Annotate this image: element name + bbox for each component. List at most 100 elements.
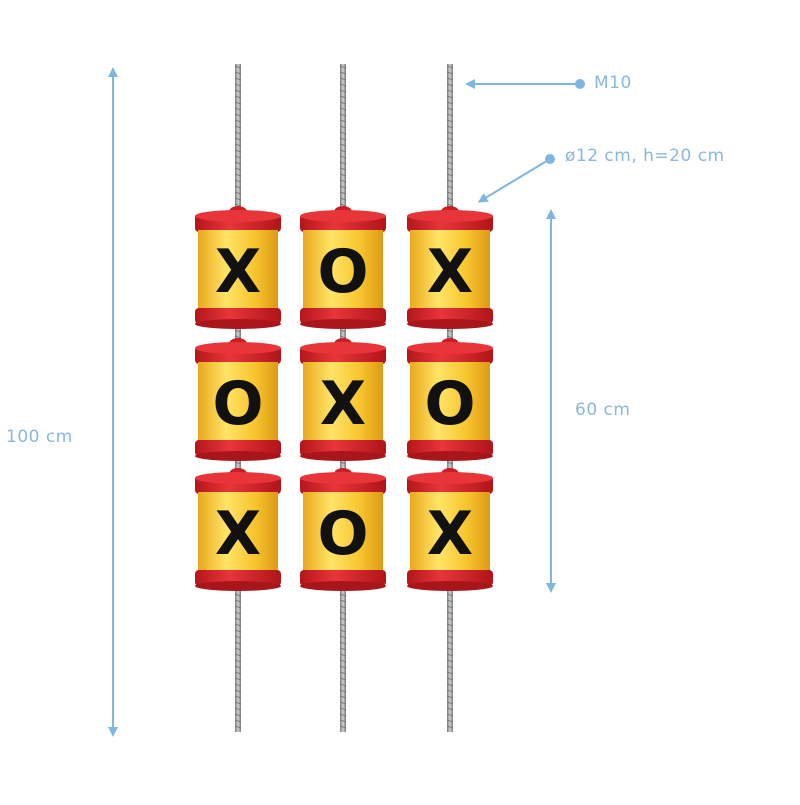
rod-thread-line xyxy=(339,167,347,171)
rod-thread-line xyxy=(234,149,242,153)
rod-thread-line xyxy=(234,695,242,699)
top-cap-face xyxy=(300,210,386,222)
column-middle: OXO xyxy=(300,64,386,732)
cylinder: X xyxy=(195,468,281,591)
rod-thread-line xyxy=(339,725,347,729)
rod-thread-line xyxy=(234,155,242,159)
cylinder: O xyxy=(300,206,386,329)
rod-thread-line xyxy=(234,185,242,189)
rod-thread-line xyxy=(339,605,347,609)
top-cap-face xyxy=(300,472,386,484)
cylinder: X xyxy=(300,338,386,461)
rod-thread-line xyxy=(234,659,242,663)
rod-thread-line xyxy=(446,461,454,465)
rod-thread-line xyxy=(446,89,454,93)
rod-thread-line xyxy=(339,593,347,597)
cylinder: X xyxy=(407,468,493,591)
cylinder-size-dot xyxy=(545,154,555,164)
rod-thread-line xyxy=(446,101,454,105)
rod-thread-line xyxy=(234,719,242,723)
rod-thread-line xyxy=(339,689,347,693)
rod-thread-line xyxy=(339,119,347,123)
cylinder-body xyxy=(410,230,490,310)
rod-thread-line xyxy=(234,137,242,141)
symbol-o: O xyxy=(212,369,263,439)
top-cap-face xyxy=(195,342,281,354)
cylinder-size-label: ø12 cm, h=20 cm xyxy=(565,146,725,166)
rod-thread-line xyxy=(234,623,242,627)
cylinder-body xyxy=(410,492,490,572)
cylinder-size-leader xyxy=(477,158,551,203)
rod-thread-line xyxy=(234,617,242,621)
bottom-cap-rim xyxy=(195,451,281,461)
rod-thread-line xyxy=(234,647,242,651)
rod-thread-line xyxy=(234,71,242,75)
rod-thread-line xyxy=(446,173,454,177)
rod-thread-line xyxy=(446,119,454,123)
rod-thread-line xyxy=(339,617,347,621)
rod-thread-line xyxy=(339,665,347,669)
rod-thread-line xyxy=(446,155,454,159)
rod-thread-line xyxy=(446,185,454,189)
rod-thread-line xyxy=(339,461,347,465)
rod-thread-line xyxy=(446,65,454,69)
rod-thread-line xyxy=(339,65,347,69)
bottom-cap-rim xyxy=(195,581,281,591)
rod-thread-line xyxy=(446,653,454,657)
rod-thread-line xyxy=(339,71,347,75)
cylinder-body xyxy=(410,362,490,442)
rod-thread-line xyxy=(234,119,242,123)
rod-thread-line xyxy=(446,683,454,687)
total-height-label: 100 cm xyxy=(6,427,73,447)
rod-thread-line xyxy=(446,83,454,87)
rod-thread-line xyxy=(234,101,242,105)
rod-thread-line xyxy=(339,113,347,117)
rod-thread-line xyxy=(234,605,242,609)
cylinder: X xyxy=(195,206,281,329)
rod-thread-line xyxy=(234,677,242,681)
rod-thread-line xyxy=(339,677,347,681)
rod-thread-line xyxy=(234,65,242,69)
rod-thread-line xyxy=(446,335,454,339)
rod-thread-line xyxy=(339,125,347,129)
rod-thread-line xyxy=(339,149,347,153)
top-cap-face xyxy=(407,472,493,484)
symbol-x: X xyxy=(427,499,473,569)
bottom-cap-rim xyxy=(195,319,281,329)
rod-thread-line xyxy=(339,659,347,663)
rod-thread-line xyxy=(446,635,454,639)
rod-thread-line xyxy=(446,149,454,153)
rod-thread-line xyxy=(234,665,242,669)
rod-thread-line xyxy=(446,719,454,723)
rod-thread-line xyxy=(446,131,454,135)
rod-thread-line xyxy=(446,197,454,201)
rod-thread-line xyxy=(339,179,347,183)
rod-thread-line xyxy=(234,131,242,135)
rod-thread-line xyxy=(234,635,242,639)
rod-thread-line xyxy=(234,167,242,171)
cylinder: O xyxy=(300,468,386,591)
rod-thread-line xyxy=(234,707,242,711)
rod-thread-line xyxy=(339,611,347,615)
rod-thread-line xyxy=(234,599,242,603)
rod-thread-line xyxy=(446,695,454,699)
cylinder: X xyxy=(407,206,493,329)
rod-thread-line xyxy=(339,641,347,645)
rod-thread-line xyxy=(446,665,454,669)
rod-thread-line xyxy=(339,131,347,135)
rod-thread-line xyxy=(339,77,347,81)
cylinder-body xyxy=(198,230,278,310)
rod-thread-line xyxy=(234,641,242,645)
symbol-o: O xyxy=(317,499,368,569)
rod-thread-line xyxy=(339,647,347,651)
rod-thread-line xyxy=(339,95,347,99)
rod-thread-line xyxy=(234,611,242,615)
top-cap-face xyxy=(407,342,493,354)
rod-thread-line xyxy=(339,191,347,195)
grid-height-label: 60 cm xyxy=(575,400,631,420)
rod-thread-line xyxy=(234,173,242,177)
rod-thread-line xyxy=(234,77,242,81)
